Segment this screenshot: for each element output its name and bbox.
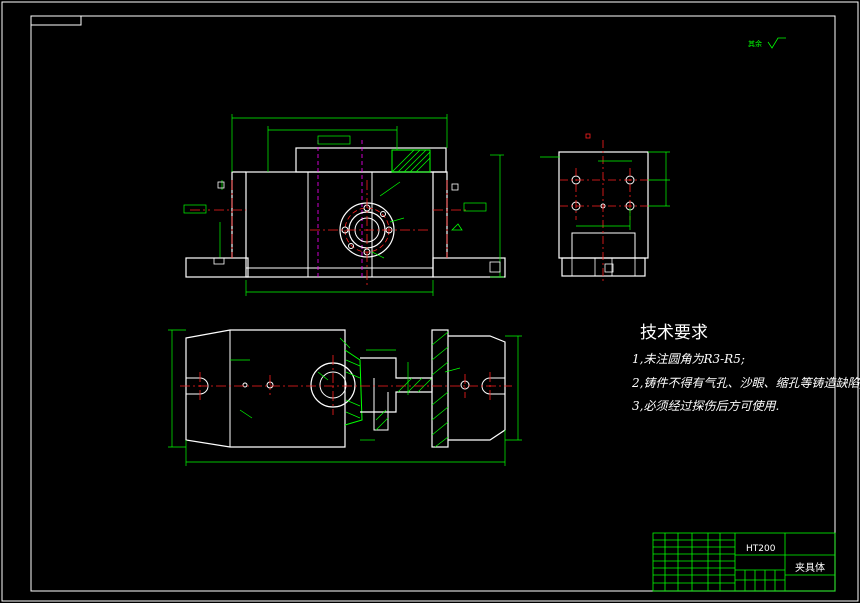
tech-requirement-2: 2,铸件不得有气孔、沙眼、缩孔等铸造缺陷;: [632, 376, 860, 390]
roughness-symbol: 其余: [748, 37, 786, 49]
roughness-note: 其余: [748, 39, 762, 48]
top-view: [168, 329, 522, 466]
side-view: [540, 133, 670, 282]
front-view: [183, 114, 506, 296]
tech-requirement-1: 1,未注圆角为R3-R5;: [632, 352, 745, 366]
part-name: 夹具体: [795, 563, 825, 574]
title-block: [652, 532, 836, 592]
material-label: HT200: [746, 544, 776, 554]
tech-requirement-3: 3,必须经过探伤后方可使用.: [632, 399, 780, 413]
inner-border: [30, 15, 836, 592]
tech-requirements-title: 技术要求: [640, 323, 708, 343]
corner-label-box: [30, 15, 82, 26]
